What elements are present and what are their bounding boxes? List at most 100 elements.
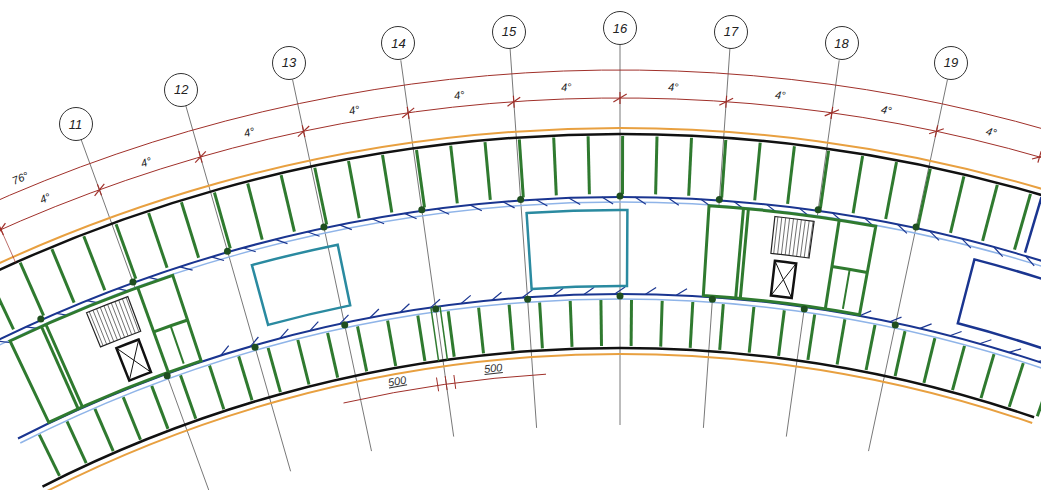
axis-number: 17 (724, 24, 738, 39)
column-dot (617, 293, 624, 300)
partition-wall (315, 168, 327, 225)
door-mark (211, 257, 224, 261)
column-dot (524, 296, 531, 303)
partition-wall (951, 176, 964, 232)
partition-wall (451, 146, 458, 204)
partition-wall (20, 263, 43, 316)
column-dot (801, 305, 808, 312)
door-mark (372, 219, 384, 224)
partition-wall (722, 140, 726, 198)
column-dot (709, 296, 716, 303)
door-mark (676, 289, 687, 296)
total-angle: 76° (10, 171, 30, 188)
bay-angle: 4° (984, 126, 997, 139)
dimension-tick (402, 108, 414, 118)
column-dot (716, 196, 723, 203)
partition-wall (588, 136, 589, 194)
dimension-tick (95, 184, 105, 196)
core-wall (843, 269, 850, 308)
core-wall (703, 206, 876, 315)
axis-bubble: 12 (164, 73, 198, 107)
column-dot (617, 193, 624, 200)
door-mark (492, 292, 502, 300)
dimension-tick (1032, 155, 1041, 159)
door-mark (1038, 358, 1041, 361)
door-mark (646, 288, 657, 295)
axis-line (401, 60, 454, 436)
axis-number: 11 (69, 117, 83, 132)
partition-wall (509, 305, 513, 351)
door-mark (1026, 256, 1035, 266)
stair-step (785, 218, 789, 255)
column-dot (320, 224, 327, 231)
dimension-tick (437, 378, 439, 392)
partition-wall (388, 321, 396, 366)
stair-step (789, 219, 794, 256)
axis-bubble: 16 (603, 11, 637, 45)
partition-wall (720, 304, 724, 350)
partition-wall (788, 146, 795, 204)
partition-wall (485, 142, 490, 200)
partition-wall (479, 308, 484, 354)
partition-wall (181, 202, 198, 257)
stair-step (119, 300, 132, 335)
stair-step (778, 217, 782, 254)
bay-angle: 4° (348, 104, 360, 117)
partition-wall (210, 366, 224, 410)
partition-wall (123, 397, 140, 440)
door-mark (221, 346, 229, 356)
partition-wall (886, 162, 897, 219)
bay-angle: 4° (880, 104, 892, 117)
dimension-tick (719, 98, 733, 105)
partition-wall (820, 151, 828, 209)
partition-wall (1009, 363, 1023, 407)
door-mark (0, 341, 9, 343)
partition-wall (95, 409, 113, 451)
dimension-line (0, 98, 1041, 252)
stair-step (804, 221, 809, 258)
stair-step (774, 217, 778, 254)
door-mark (980, 340, 992, 344)
stair-step (89, 312, 103, 346)
axis-bubble: 17 (714, 15, 748, 49)
column-dot (517, 196, 524, 203)
door-mark (962, 239, 971, 249)
partition-wall (690, 302, 693, 348)
partition-wall (448, 311, 454, 357)
bay-angle: 4° (668, 82, 679, 93)
door-mark (275, 239, 288, 243)
partition-wall (214, 193, 230, 249)
partition-wall (540, 302, 543, 348)
end-room-wall (1025, 197, 1041, 253)
core-ground (10, 275, 201, 422)
partition-wall (621, 136, 624, 194)
dimension-tick (454, 375, 456, 389)
stair-symbol (87, 297, 141, 347)
column-dot (913, 224, 920, 231)
axis-line (869, 79, 948, 451)
dimension-tick (508, 97, 521, 106)
partition-wall (953, 346, 965, 390)
partition-wall (853, 156, 863, 213)
axis-number: 16 (613, 21, 627, 36)
axis-line (620, 45, 621, 425)
partition-wall (755, 143, 761, 201)
partition-wall (1037, 373, 1041, 417)
column-dot (224, 248, 231, 255)
partition-wall (918, 169, 930, 226)
partition-wall (298, 340, 309, 385)
axis-line (293, 79, 372, 451)
dimension-tick (195, 151, 206, 162)
partition-wall (383, 155, 392, 212)
extension-line (0, 199, 16, 263)
door-mark (503, 202, 515, 208)
partition-wall (599, 300, 603, 346)
axis-number: 15 (502, 24, 516, 39)
dimension-tick (825, 110, 839, 116)
elevator-symbol (116, 340, 151, 381)
dimension-tick (298, 126, 309, 137)
column-dot (252, 344, 259, 351)
dimension-tick (445, 376, 447, 390)
partition-wall (866, 325, 875, 370)
